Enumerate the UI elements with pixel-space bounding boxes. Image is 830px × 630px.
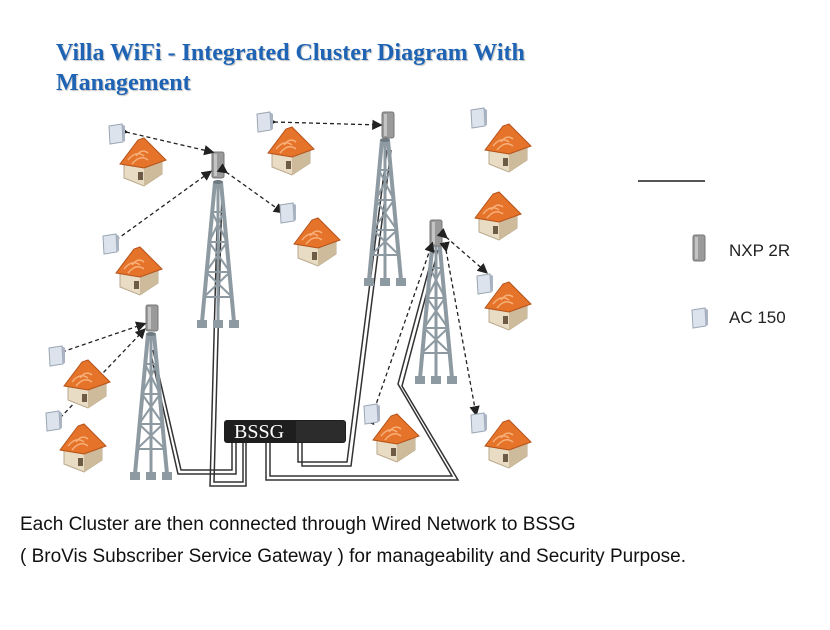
villa-house-icon <box>372 413 420 463</box>
nxp-2r-radio-icon <box>692 234 706 262</box>
villa-house-icon <box>474 191 522 241</box>
ac-150-access-point-icon <box>691 307 709 329</box>
villa-house-icon <box>484 123 532 173</box>
villa-house-icon <box>484 419 532 469</box>
legend <box>638 180 709 329</box>
villa-house-icon <box>267 126 315 176</box>
wireless-links <box>50 116 488 428</box>
ac-150-access-point-icon <box>470 412 488 434</box>
gateway-label: BSSG <box>234 421 284 443</box>
ac-150-access-point-icon <box>363 403 381 425</box>
ac-150-access-point-icon <box>108 123 126 145</box>
tower-icon <box>195 178 241 330</box>
ac-150-access-point-icon <box>48 345 66 367</box>
ac-150-access-point-icon <box>256 111 274 133</box>
diagram-title: Villa WiFi - Integrated Cluster Diagram … <box>56 40 525 96</box>
villa-house-icon <box>59 423 107 473</box>
ac-150-access-point-icon <box>102 233 120 255</box>
ac-150-access-point-icon <box>476 273 494 295</box>
nxp-2r-radio-icon <box>145 304 159 332</box>
villa-house-icon <box>63 359 111 409</box>
villa-house-icon <box>115 246 163 296</box>
legend-label-nxp-2r: NXP 2R <box>729 241 791 260</box>
tower-icon <box>362 136 408 288</box>
ac-150-access-point-icon <box>470 107 488 129</box>
villa-house-icon <box>119 137 167 187</box>
legend-label-ac-150: AC 150 <box>729 308 786 327</box>
nxp-2r-radio-icon <box>381 111 395 139</box>
ac-150-access-point-icon <box>279 202 297 224</box>
caption-line-1: Each Cluster are then connected through … <box>20 514 576 535</box>
bssg-gateway: BSSG <box>224 420 346 443</box>
ac-150-access-point-icon <box>45 410 63 432</box>
nxp-2r-radio-icon <box>429 219 443 247</box>
caption-line-2: ( BroVis Subscriber Service Gateway ) fo… <box>20 546 687 567</box>
nxp-2r-radio-icon <box>211 151 225 179</box>
tower-icon <box>413 234 459 386</box>
villa-house-icon <box>293 217 341 267</box>
